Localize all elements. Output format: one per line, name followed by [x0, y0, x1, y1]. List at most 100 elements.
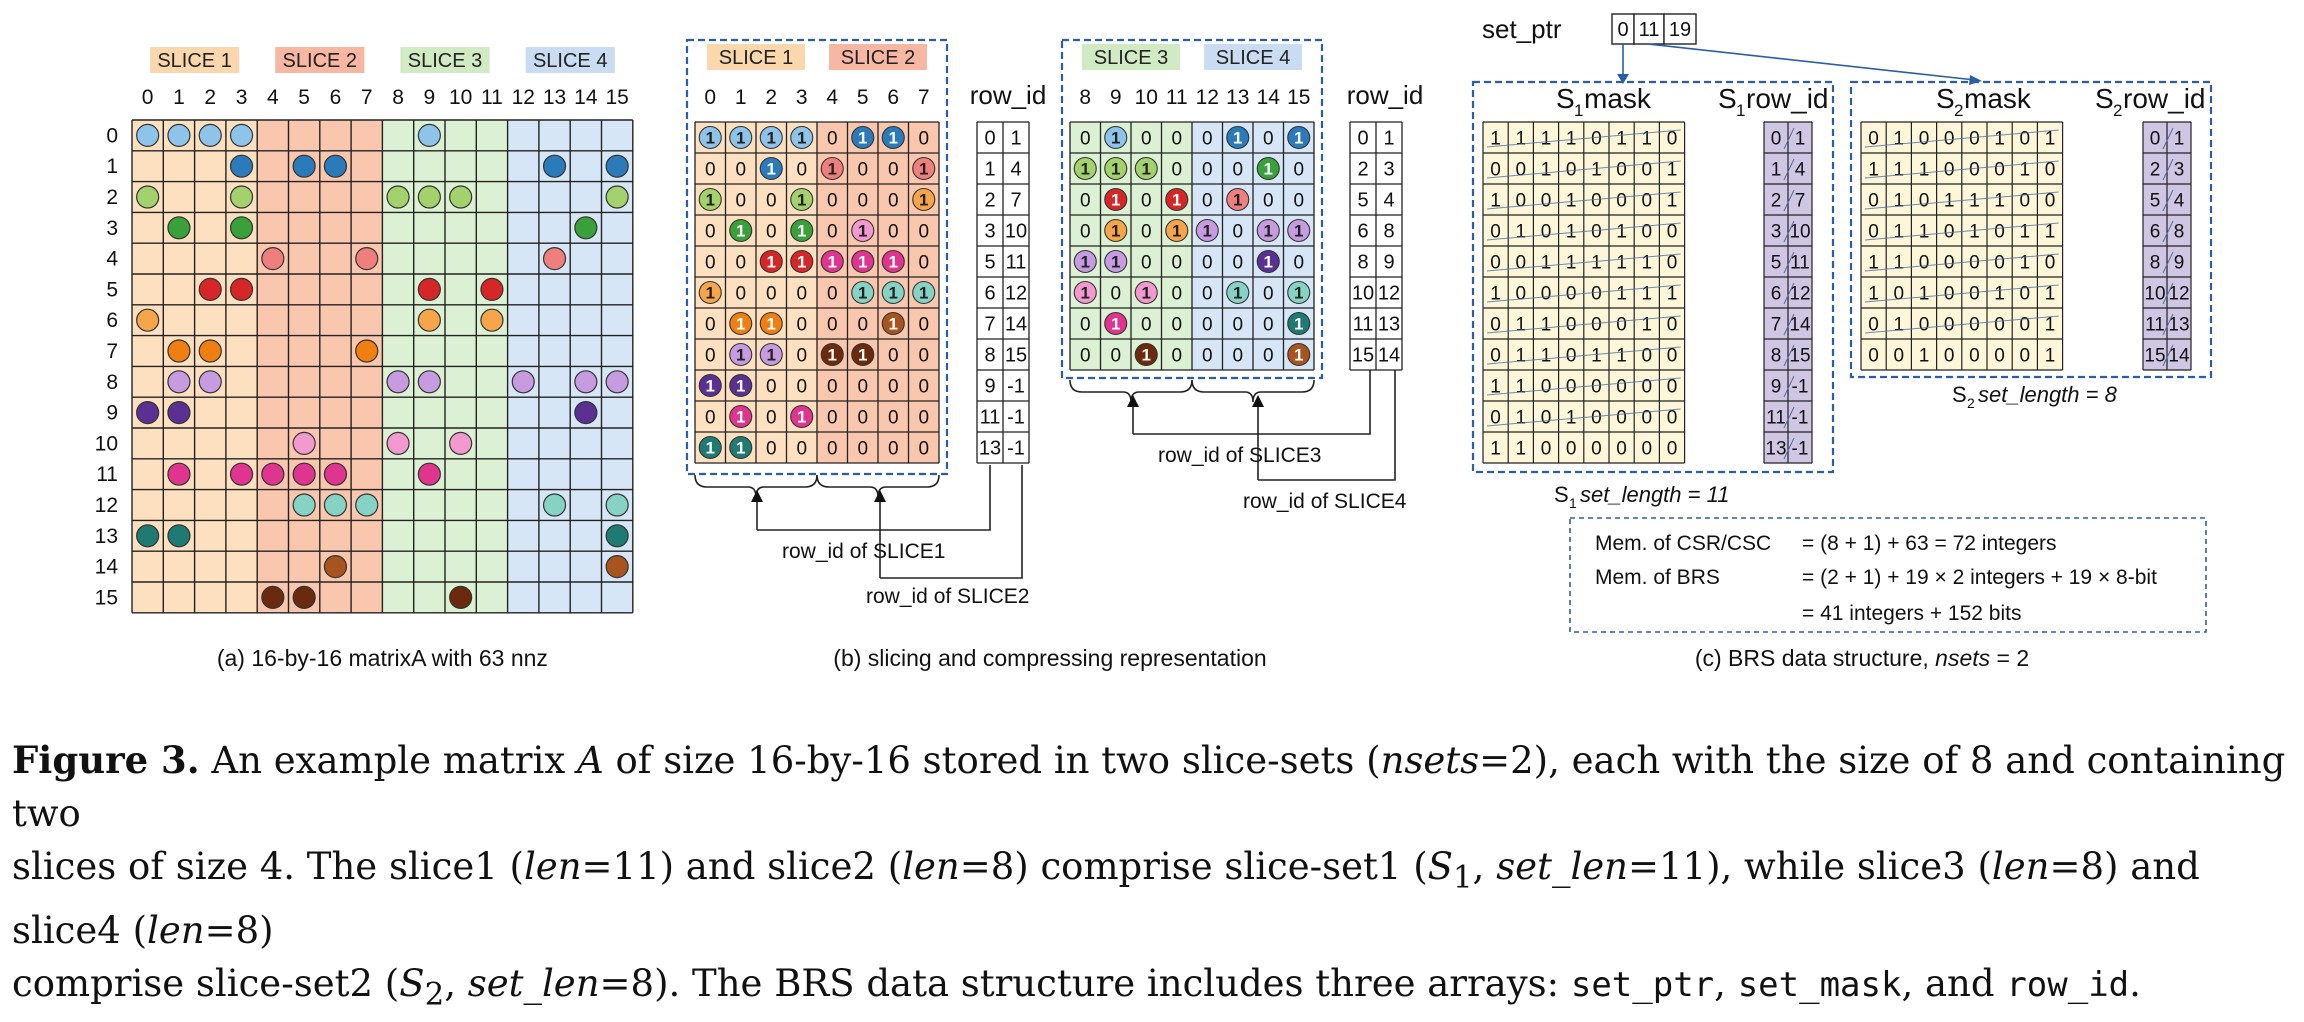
zero-value: 0 — [1171, 346, 1182, 367]
s1-mask-bit: 1 — [1616, 253, 1627, 274]
zero-value: 0 — [766, 408, 777, 429]
nnz-dot — [1104, 249, 1128, 274]
rowid-slice4-label: row_id of SLICE4 — [1243, 490, 1407, 513]
s2-mask-bit: 0 — [1944, 160, 1955, 181]
zero-value: 0 — [918, 315, 929, 336]
zero-value: 0 — [796, 160, 807, 181]
col-label: 8 — [392, 86, 404, 109]
rowid-value: 7 — [1010, 190, 1021, 212]
s2-rowid-value: 15 — [2144, 346, 2165, 367]
rowid-value: 2 — [984, 190, 995, 212]
nnz-dot — [698, 373, 722, 398]
slice-tag-bg — [275, 47, 365, 73]
s2-mask-bit: 1 — [1944, 191, 1955, 212]
zero-value: 0 — [766, 439, 777, 460]
nnz-value: 1 — [889, 315, 898, 334]
s1-rowid-value: 11 — [1766, 408, 1786, 429]
nnz-dot — [292, 431, 316, 455]
col-label: 12 — [512, 86, 535, 109]
zero-value: 0 — [1293, 160, 1304, 181]
rowid-value: 0 — [984, 128, 995, 150]
col-label: 12 — [1196, 86, 1219, 109]
nnz-dot — [851, 280, 875, 305]
nnz-dot — [851, 125, 875, 150]
row-label: 10 — [95, 432, 118, 455]
nnz-dot — [417, 462, 441, 486]
zero-value: 0 — [857, 377, 868, 398]
nnz-value: 1 — [767, 129, 776, 148]
rowid-slice1-label: row_id of SLICE1 — [782, 540, 945, 563]
col-label: 2 — [765, 86, 777, 109]
nnz-dot — [292, 154, 316, 178]
slice-label: SLICE 2 — [841, 47, 915, 69]
nnz-dot — [729, 373, 753, 398]
s1-rowid-value: 7 — [1771, 315, 1782, 336]
s2-mask-bit: 0 — [1919, 191, 1930, 212]
nnz-dot — [167, 370, 191, 394]
caption-text: comprise slice-set2 ( — [12, 962, 400, 1006]
s1-mask-bit: 0 — [1566, 377, 1577, 398]
zero-value: 0 — [918, 129, 929, 150]
nnz-value: 1 — [706, 129, 715, 148]
s2-mask-bit: 0 — [1944, 253, 1955, 274]
zero-value: 0 — [888, 377, 899, 398]
rowid-value: 12 — [1378, 283, 1400, 305]
zero-value: 0 — [1232, 253, 1243, 274]
arrow-head — [1127, 395, 1139, 407]
nnz-dot — [759, 125, 783, 150]
s1-mask-bit: 0 — [1616, 439, 1627, 460]
nnz-value: 1 — [1172, 191, 1181, 210]
row-link-line — [2162, 189, 2174, 212]
row-label: 8 — [106, 371, 118, 394]
s1-rowid-value: 6 — [1771, 284, 1782, 305]
col-label: 2 — [204, 86, 216, 109]
row-label: 7 — [106, 340, 118, 363]
caption-text: , — [1714, 962, 1738, 1006]
zero-value: 0 — [827, 191, 838, 212]
nnz-dot — [417, 123, 441, 147]
s1-mask-bit: 0 — [1541, 377, 1552, 398]
nnz-dot — [417, 277, 441, 301]
nnz-value: 1 — [767, 346, 776, 365]
nnz-dot — [542, 154, 567, 178]
row-label: 6 — [106, 309, 118, 332]
zero-value: 0 — [888, 222, 899, 243]
s2-rowid-value: 3 — [2174, 160, 2185, 181]
nnz-dot — [881, 280, 905, 305]
nnz-dot — [851, 249, 875, 274]
zero-value: 0 — [857, 315, 868, 336]
nnz-dot — [912, 156, 936, 181]
s2-mask-bit: 0 — [1944, 222, 1955, 243]
row-label: 1 — [106, 155, 118, 178]
s1-mask-bit: 1 — [1591, 160, 1602, 181]
nnz-dot — [605, 493, 629, 517]
s1-rowid-value: 14 — [1789, 315, 1811, 336]
nnz-value: 1 — [858, 222, 867, 241]
zero-value: 0 — [796, 439, 807, 460]
zero-value: 0 — [857, 408, 868, 429]
nnz-dot — [323, 154, 348, 178]
nnz-value: 1 — [1294, 129, 1303, 148]
s2-rowid-value: 1 — [2174, 129, 2185, 150]
nnz-dot — [851, 218, 875, 243]
nnz-value: 1 — [1111, 222, 1120, 241]
nnz-dot — [820, 342, 844, 367]
s1-mask-bit: 0 — [1516, 284, 1527, 305]
zero-value: 0 — [766, 191, 777, 212]
s1-mask-bit: 0 — [1490, 160, 1501, 181]
s2-setlen-sub: 2 — [1967, 395, 1975, 411]
col-label: 10 — [449, 86, 472, 109]
s2-mask-bit: 1 — [1868, 284, 1879, 305]
col-label: 15 — [1287, 86, 1310, 109]
s1-mask-bit: 0 — [1541, 284, 1552, 305]
nnz-dot — [198, 339, 222, 363]
row-link-line — [1783, 251, 1795, 274]
s2-mask-bit: 1 — [2020, 222, 2031, 243]
nnz-dot — [574, 401, 598, 425]
s2-mask-bit: 0 — [1944, 129, 1955, 150]
row-link-line — [1486, 284, 1681, 303]
caption-S: S — [1427, 845, 1454, 888]
nnz-value: 1 — [797, 253, 806, 272]
row-link-line — [1864, 253, 2059, 272]
col-label: 14 — [1257, 86, 1281, 109]
